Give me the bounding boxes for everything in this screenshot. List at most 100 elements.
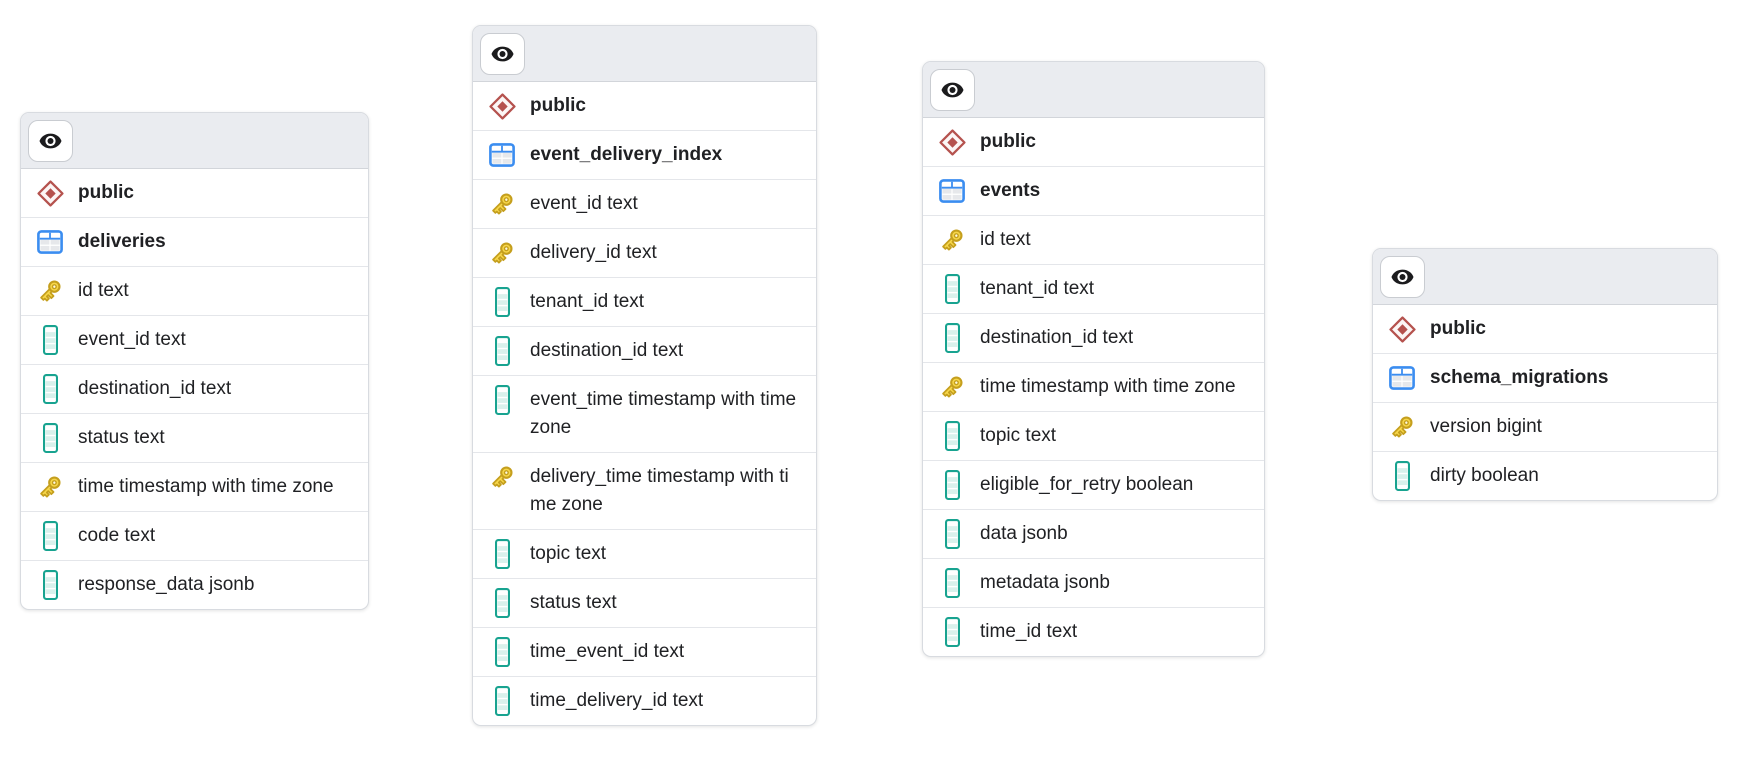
column-label: destination_id text: [78, 378, 232, 399]
column-label: topic text: [530, 543, 607, 564]
column-row-status: status text: [473, 578, 816, 627]
column-label: id text: [78, 280, 129, 301]
column-label: destination_id text: [530, 340, 684, 361]
eye-icon: [939, 78, 966, 102]
table-card-schema_migrations[interactable]: public schema_migrations: [1372, 248, 1718, 501]
key-icon: [486, 239, 518, 267]
column-row-data: data jsonb: [923, 509, 1264, 558]
schema-diamond-icon: [1386, 315, 1418, 343]
table-name: event_delivery_index: [530, 144, 723, 165]
table-name-row: events: [923, 166, 1264, 215]
column-label: tenant_id text: [980, 278, 1095, 299]
column-row-time_id: time_id text: [923, 607, 1264, 656]
column-row-status: status text: [21, 413, 368, 462]
schema-row: public: [473, 82, 816, 130]
column-icon: [936, 421, 968, 451]
column-label: delivery_id text: [530, 242, 657, 263]
column-row-tenant_id: tenant_id text: [923, 264, 1264, 313]
table-card-header: [473, 26, 816, 82]
schema-name: public: [530, 95, 586, 116]
table-name: deliveries: [78, 231, 166, 252]
key-icon: [486, 190, 518, 218]
column-row-dirty: dirty boolean: [1373, 451, 1717, 500]
table-card-deliveries[interactable]: public deliveries: [20, 112, 369, 610]
table-rows: public schema_migrations: [1373, 305, 1717, 500]
column-icon: [34, 423, 66, 453]
table-card-event_delivery_index[interactable]: public event_delivery_index: [472, 25, 817, 726]
column-row-code: code text: [21, 511, 368, 560]
column-row-topic: topic text: [923, 411, 1264, 460]
eye-icon: [489, 42, 516, 66]
table-card-header: [21, 113, 368, 169]
column-label: event_id text: [78, 329, 186, 350]
column-icon: [936, 470, 968, 500]
column-label: metadata jsonb: [980, 572, 1110, 593]
column-icon: [936, 519, 968, 549]
table-grid-icon: [34, 228, 66, 256]
column-icon: [486, 385, 518, 415]
table-card-header: [1373, 249, 1717, 305]
column-icon: [936, 568, 968, 598]
column-icon: [486, 588, 518, 618]
column-icon: [486, 287, 518, 317]
table-name-row: schema_migrations: [1373, 353, 1717, 402]
column-row-version: version bigint: [1373, 402, 1717, 451]
schema-row: public: [21, 169, 368, 217]
column-label: response_data jsonb: [78, 574, 255, 595]
column-row-event_id: event_id text: [21, 315, 368, 364]
column-label: code text: [78, 525, 156, 546]
column-label: id text: [980, 229, 1031, 250]
eye-icon: [1389, 265, 1416, 289]
column-icon: [486, 336, 518, 366]
column-label: time timestamp with time zone: [78, 476, 334, 497]
column-row-delivery_id: delivery_id text: [473, 228, 816, 277]
column-label: delivery_time timestamp with time zone: [530, 466, 789, 515]
key-icon: [936, 226, 968, 254]
eye-icon: [37, 129, 64, 153]
schema-row: public: [923, 118, 1264, 166]
column-label: event_id text: [530, 193, 638, 214]
column-row-topic: topic text: [473, 529, 816, 578]
schema-name: public: [980, 131, 1036, 152]
table-name: events: [980, 180, 1041, 201]
toggle-visibility-button[interactable]: [930, 68, 975, 111]
table-name-row: event_delivery_index: [473, 130, 816, 179]
column-label: version bigint: [1430, 416, 1542, 437]
column-icon: [34, 570, 66, 600]
table-grid-icon: [1386, 364, 1418, 392]
table-grid-icon: [486, 141, 518, 169]
table-name: schema_migrations: [1430, 367, 1609, 388]
column-label: time_event_id text: [530, 641, 685, 662]
key-icon: [34, 277, 66, 305]
schema-name: public: [78, 182, 134, 203]
column-row-time: time timestamp with time zone: [923, 362, 1264, 411]
column-row-time: time timestamp with time zone: [21, 462, 368, 511]
column-row-time_event_id: time_event_id text: [473, 627, 816, 676]
column-icon: [34, 374, 66, 404]
column-row-eligible_for_retry: eligible_for_retry boolean: [923, 460, 1264, 509]
column-row-id: id text: [923, 215, 1264, 264]
column-row-metadata: metadata jsonb: [923, 558, 1264, 607]
key-icon: [486, 463, 518, 491]
column-label: event_time timestamp with time zone: [530, 389, 797, 438]
column-row-tenant_id: tenant_id text: [473, 277, 816, 326]
schema-name: public: [1430, 318, 1486, 339]
key-icon: [34, 473, 66, 501]
schema-row: public: [1373, 305, 1717, 353]
column-row-destination_id: destination_id text: [21, 364, 368, 413]
column-row-id: id text: [21, 266, 368, 315]
schema-diamond-icon: [486, 92, 518, 120]
toggle-visibility-button[interactable]: [28, 119, 73, 162]
column-icon: [34, 325, 66, 355]
column-label: topic text: [980, 425, 1057, 446]
toggle-visibility-button[interactable]: [1380, 255, 1425, 298]
column-label: status text: [530, 592, 617, 613]
column-icon: [936, 617, 968, 647]
column-row-destination_id: destination_id text: [473, 326, 816, 375]
table-card-header: [923, 62, 1264, 118]
table-card-events[interactable]: public events: [922, 61, 1265, 657]
column-label: status text: [78, 427, 165, 448]
toggle-visibility-button[interactable]: [480, 32, 525, 75]
column-icon: [486, 539, 518, 569]
